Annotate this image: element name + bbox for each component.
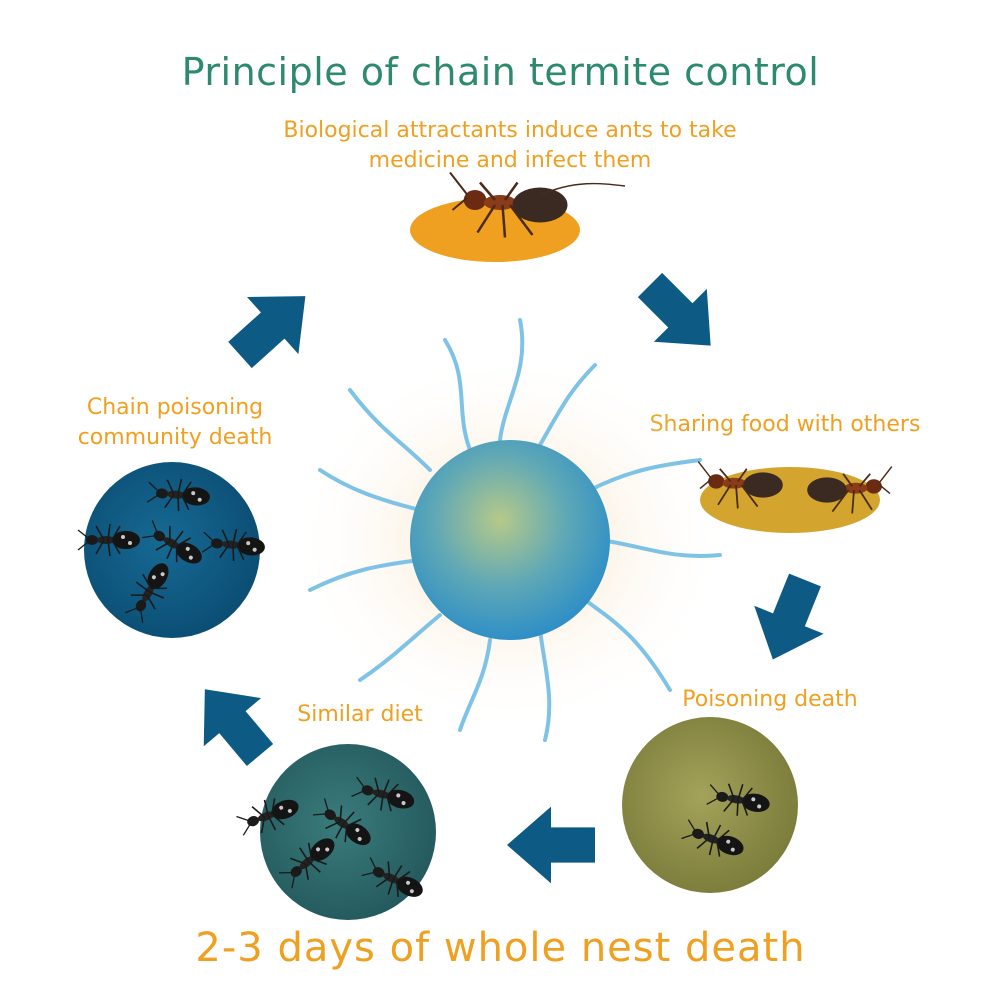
step-sharing-image	[697, 460, 893, 533]
arrow-2-to-3	[738, 565, 840, 674]
footer-caption: 2-3 days of whole nest death	[195, 925, 806, 971]
step-poisoning-label: Poisoning death	[682, 687, 858, 712]
step-attractant-image	[410, 171, 626, 262]
step-chain-poisoning-label: Chain poisoning community death	[77, 395, 273, 450]
step-poisoning-image	[622, 717, 798, 893]
diagram-title: Principle of chain termite control	[181, 50, 820, 94]
step-sharing-label: Sharing food with others	[649, 412, 921, 437]
step-attractant-label: Biological attractants induce ants to ta…	[283, 118, 737, 173]
step-chain-poisoning-image	[77, 462, 268, 638]
arrow-4-to-5	[176, 665, 289, 780]
step-similar-diet-label: Similar diet	[297, 702, 423, 727]
arrow-3-to-4	[507, 806, 595, 884]
arrow-5-to-1	[214, 267, 332, 384]
step-similar-diet-image	[233, 744, 436, 920]
bacterium-icon	[410, 440, 610, 640]
arrow-1-to-2	[623, 258, 738, 373]
bacterium-tendrils	[308, 318, 722, 742]
